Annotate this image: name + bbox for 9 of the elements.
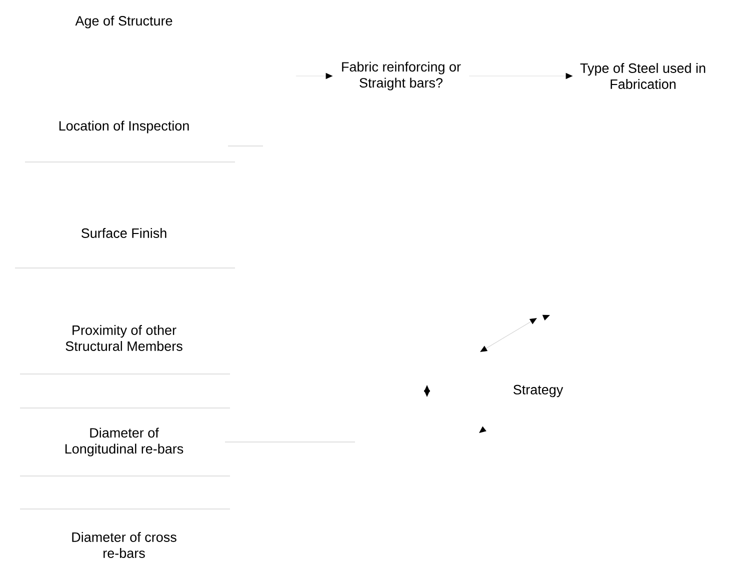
text-label: Fabric reinforcing or Straight bars? [342, 62, 461, 90]
text-label: Diameter of Longitudinal re-bars [65, 428, 184, 456]
text-label: Proximity of other Structural Members [66, 325, 182, 351]
text-label: Diameter of cross re-bars [72, 532, 176, 558]
text-label: Surface Finish [81, 228, 166, 238]
text-label: Strategy [513, 384, 564, 398]
text-label: Age of Structure [75, 16, 172, 28]
text-label: Type of Steel used in Fabrication [580, 63, 706, 89]
text-label: Location of Inspection [59, 120, 189, 134]
